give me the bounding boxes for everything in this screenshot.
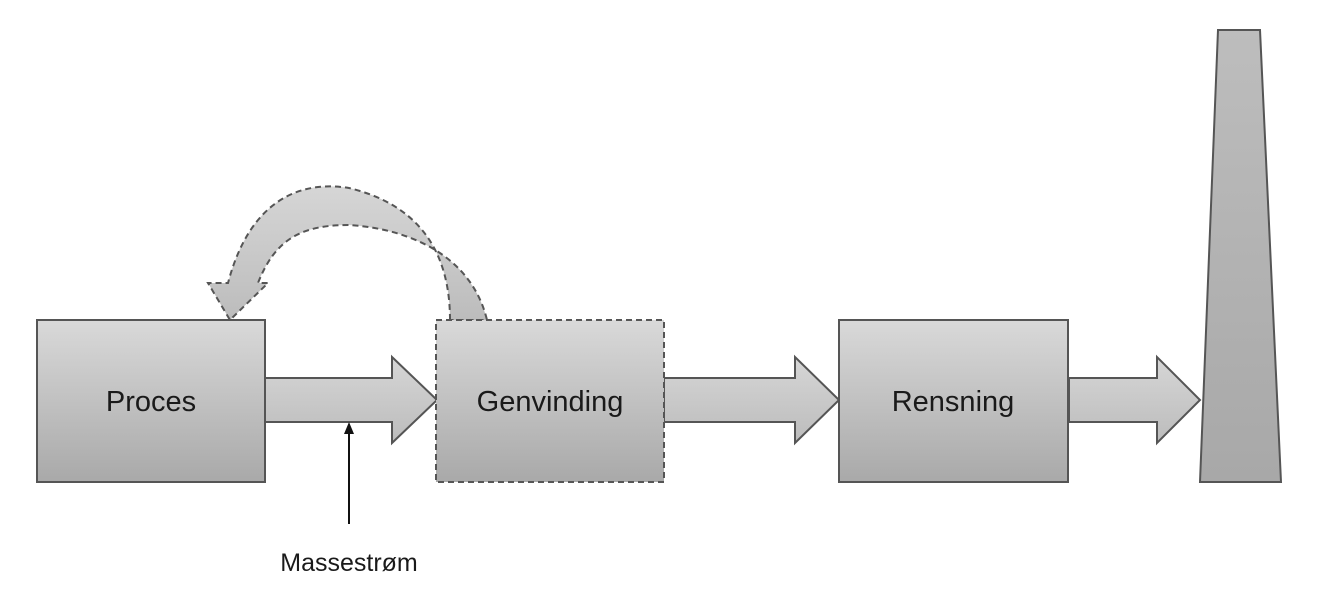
recycle-arrow (206, 185, 489, 322)
node-process: Proces (36, 319, 266, 483)
flow-arrow-cleaning-to-stack (1068, 354, 1202, 446)
cleaning-label: Rensning (892, 386, 1015, 418)
recovery-box (435, 319, 665, 483)
flow-arrow-process-to-recovery (264, 354, 439, 446)
process-label: Proces (106, 386, 196, 418)
cleaning-box (838, 319, 1069, 483)
mass-flow-label: Massestrøm (280, 549, 418, 577)
node-cleaning: Rensning (838, 319, 1069, 483)
node-recovery: Genvinding (435, 319, 665, 483)
flow-arrow-recovery-to-cleaning (663, 354, 841, 446)
chimney-stack (1198, 29, 1283, 483)
recovery-label: Genvinding (477, 386, 624, 418)
process-box (36, 319, 266, 483)
mass-flow-pointer-head (344, 422, 354, 434)
